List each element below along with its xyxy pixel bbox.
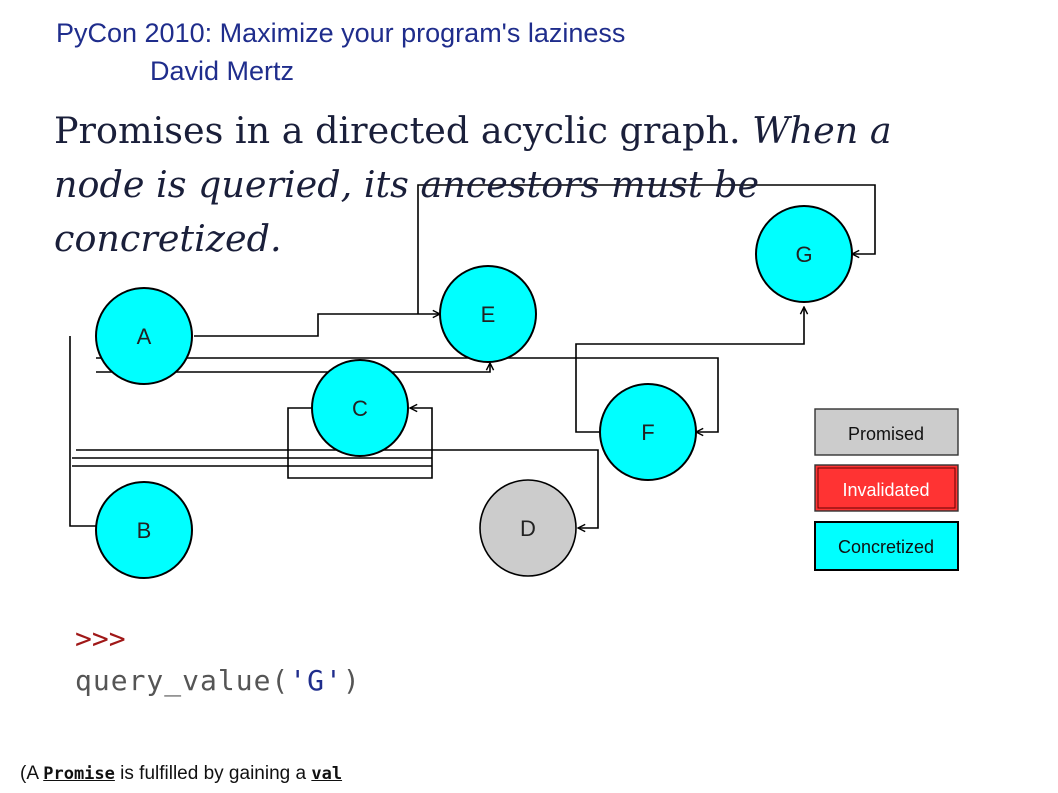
- header-author: David Mertz: [150, 56, 295, 86]
- legend-promised: Promised: [814, 408, 959, 456]
- edge-f-g: [575, 307, 804, 433]
- footnote: (A Promise is fulfilled by gaining a val: [20, 763, 342, 785]
- console-prompt: >>>: [75, 622, 126, 655]
- node-a-label: A: [137, 324, 152, 349]
- title-plain: Promises in a directed acyclic graph.: [54, 109, 753, 152]
- node-b-label: B: [137, 518, 152, 543]
- edge-ab-e: [69, 336, 96, 527]
- legend-concretized-label: Concretized: [838, 537, 934, 557]
- node-c-label: C: [352, 396, 368, 421]
- node-b: B: [95, 481, 193, 579]
- node-e: E: [439, 265, 537, 363]
- legend-concretized: Concretized: [814, 521, 959, 571]
- title-italic: When a node is queried, its ancestors mu…: [54, 109, 892, 260]
- code-arg: 'G': [289, 664, 343, 697]
- footnote-term-promise: Promise: [43, 764, 115, 784]
- node-a: A: [95, 287, 193, 385]
- slide-title: Promises in a directed acyclic graph. Wh…: [54, 104, 934, 266]
- footnote-prefix: (A: [20, 763, 44, 784]
- edge-a-f: [96, 357, 719, 432]
- node-d: D: [479, 479, 577, 577]
- legend-invalidated: Invalidated: [814, 464, 959, 512]
- code-prefix: query_value(: [75, 664, 290, 697]
- node-g-label: G: [795, 242, 812, 267]
- node-d-label: D: [520, 516, 536, 541]
- legend-invalidated-label: Invalidated: [842, 480, 929, 500]
- code-suffix: ): [342, 664, 361, 697]
- edge-e-g: [417, 184, 876, 314]
- node-f-label: F: [641, 420, 654, 445]
- footnote-middle: is fulfilled by gaining a: [114, 763, 312, 784]
- node-g: G: [755, 205, 853, 303]
- console-code: query_value('G'): [75, 664, 361, 697]
- edge-b-e: [96, 363, 490, 373]
- node-f: F: [599, 383, 697, 481]
- node-e-label: E: [481, 302, 496, 327]
- edge-a-e: [194, 314, 440, 337]
- node-c: C: [311, 359, 409, 457]
- footnote-term-val: val: [311, 764, 343, 784]
- edge-c-loop: [287, 408, 433, 479]
- header-title: PyCon 2010: Maximize your program's lazi…: [56, 18, 626, 48]
- legend-promised-label: Promised: [848, 424, 924, 444]
- legend: Promised Invalidated Concretized: [814, 408, 959, 571]
